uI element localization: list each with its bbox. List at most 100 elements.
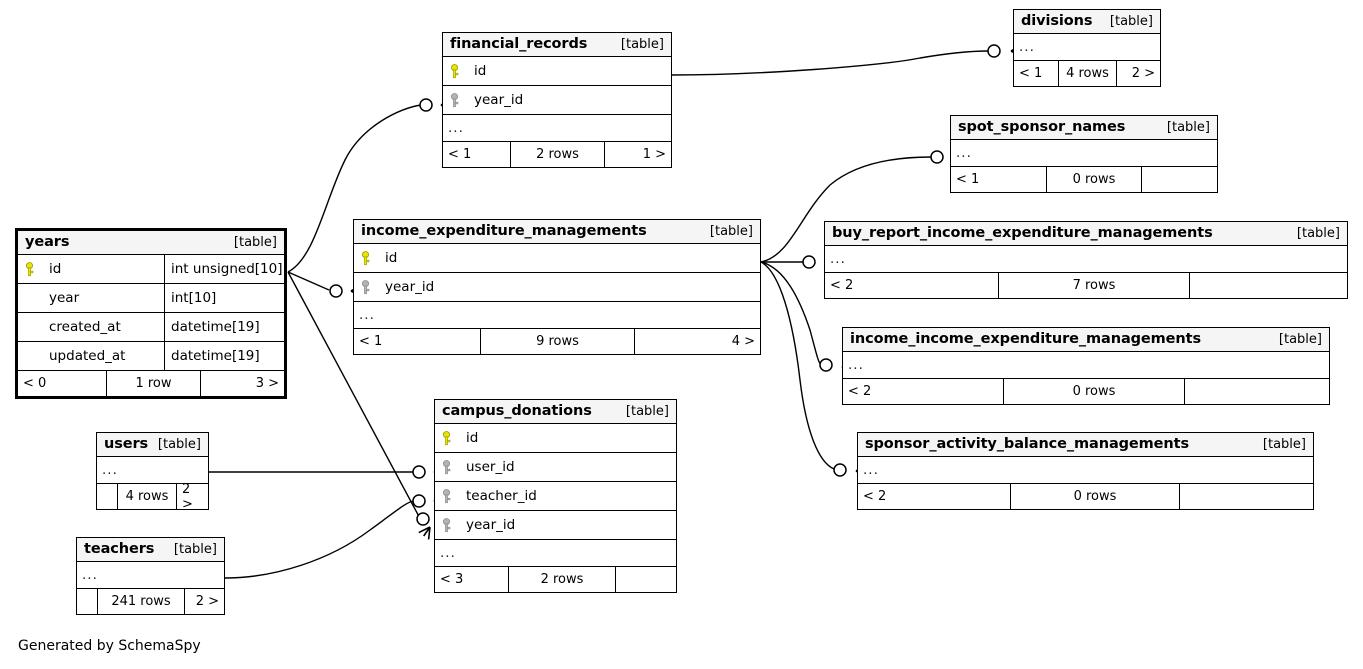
table-node-income_expenditure_managements[interactable]: income_expenditure_managements [table] i… [353,219,761,355]
column-name-label: updated_at [49,348,126,364]
foreign-key-icon [451,92,459,107]
table-row[interactable]: created_at datetime[19] [18,313,284,342]
table-name-label: campus_donations [442,403,592,419]
footer-row-count: 1 row [106,371,200,396]
table-type-tag: [table] [625,403,669,419]
table-node-divisions[interactable]: divisions [table] ... < 1 4 rows 2 > [1013,9,1161,87]
column-type-label: datetime[19] [164,342,284,370]
table-type-tag: [table] [173,541,217,557]
table-type-tag: [table] [709,223,753,239]
table-node-buy_report_income_expenditure_managements[interactable]: buy_report_income_expenditure_management… [824,221,1348,299]
table-name-label: years [25,234,70,250]
table-row[interactable]: id int unsigned[10] [18,255,284,284]
table-name-label: spot_sponsor_names [958,119,1126,135]
table-footer-financial_records: < 1 2 rows 1 > [443,142,671,167]
primary-key-icon [451,63,459,78]
table-node-income_income_expenditure_managements[interactable]: income_income_expenditure_managements [t… [842,327,1330,405]
footer-child-count: 2 > [1116,61,1160,86]
table-title-income_expenditure_managements: income_expenditure_managements [table] [354,220,760,244]
table-name-label: sponsor_activity_balance_managements [865,436,1189,452]
footer-parent-count: < 1 [956,172,980,187]
table-node-sponsor_activity_balance_managements[interactable]: sponsor_activity_balance_managements [ta… [857,432,1314,510]
edge-teachers-campus_donations [224,500,414,579]
table-node-financial_records[interactable]: financial_records [table] id year_i [442,32,672,168]
column-name-label: year_id [466,517,516,533]
column-type-label: int[10] [164,284,284,312]
footer-parent-count [97,484,117,509]
table-row[interactable]: year_id [354,273,760,302]
footer-row-count: 7 rows [998,273,1189,298]
no-key-icon [24,291,35,306]
table-node-spot_sponsor_names[interactable]: spot_sponsor_names [table] ... < 1 0 row… [950,115,1218,193]
column-name-label: year_id [474,92,524,108]
more-columns-ellipsis[interactable]: ... [435,540,676,567]
table-node-years[interactable]: years [table] id int unsigned[10] year i… [15,228,287,399]
more-columns-ellipsis[interactable]: ... [354,302,760,329]
more-columns-ellipsis[interactable]: ... [843,352,1329,379]
footer-parent-count: < 2 [863,489,887,504]
table-title-financial_records: financial_records [table] [443,33,671,57]
more-columns-ellipsis[interactable]: ... [858,457,1313,484]
edge-endpoint-circle [930,150,944,164]
table-type-tag: [table] [620,36,664,52]
footer-row-count: 0 rows [1046,167,1141,192]
footer-parent-count: < 1 [359,334,383,349]
table-row[interactable]: id [354,244,760,273]
footer-child-count [1189,273,1347,298]
table-row[interactable]: teacher_id [435,482,676,511]
table-title-sponsor_activity_balance_managements: sponsor_activity_balance_managements [ta… [858,433,1313,457]
table-node-campus_donations[interactable]: campus_donations [table] id user_id [434,399,677,593]
more-columns-ellipsis[interactable]: ... [97,457,208,484]
table-title-campus_donations: campus_donations [table] [435,400,676,424]
more-columns-ellipsis[interactable]: ... [825,246,1347,273]
foreign-key-icon [362,279,370,294]
footer-child-count: 4 > [634,329,760,354]
column-type-label: datetime[19] [164,313,284,341]
table-row[interactable]: id [435,424,676,453]
table-title-buy_report_income_expenditure_managements: buy_report_income_expenditure_management… [825,222,1347,246]
footer-row-count: 9 rows [480,329,634,354]
footer-row-count: 2 rows [508,567,615,592]
table-name-label: teachers [84,541,155,557]
footer-row-count: 0 rows [1010,484,1179,509]
edge-endpoint-circle [412,465,426,479]
table-type-tag: [table] [1166,119,1210,135]
column-name-label: id [385,250,398,266]
table-type-tag: [table] [1296,225,1340,241]
table-row[interactable]: id [443,57,671,86]
foreign-key-icon [443,459,451,474]
more-columns-ellipsis[interactable]: ... [443,115,671,142]
more-columns-ellipsis[interactable]: ... [951,140,1217,167]
footer-child-count [615,567,676,592]
table-row[interactable]: user_id [435,453,676,482]
table-title-years: years [table] [18,231,284,255]
primary-key-icon [443,430,451,445]
table-row[interactable]: updated_at datetime[19] [18,342,284,371]
edge-endpoint-circle [419,98,433,112]
column-name-label: year [49,290,80,306]
table-footer-income_income_expenditure_managements: < 2 0 rows [843,379,1329,404]
table-node-teachers[interactable]: teachers [table] ... 241 rows 2 > [76,537,225,615]
edge-financial_records-divisions [670,50,989,76]
table-node-users[interactable]: users [table] ... 4 rows 2 > [96,432,209,512]
footer-child-count: 2 > [176,482,208,512]
table-footer-campus_donations: < 3 2 rows [435,567,676,592]
table-title-income_income_expenditure_managements: income_income_expenditure_managements [t… [843,328,1329,352]
column-name-label: teacher_id [466,488,537,504]
edge-endpoint-circle [329,284,343,298]
table-title-divisions: divisions [table] [1014,10,1160,34]
column-type-label: int unsigned[10] [164,255,284,283]
footer-row-count: 241 rows [97,589,184,614]
table-type-tag: [table] [157,436,201,452]
table-row[interactable]: year_id [435,511,676,540]
table-row[interactable]: year_id [443,86,671,115]
no-key-icon [24,320,35,335]
table-row[interactable]: year int[10] [18,284,284,313]
table-type-tag: [table] [1262,436,1306,452]
edge-endpoint-circle [819,358,833,372]
more-columns-ellipsis[interactable]: ... [77,562,224,589]
footer-child-count [1141,167,1217,192]
more-columns-ellipsis[interactable]: ... [1014,34,1160,61]
edge-endpoint-circle [987,44,1001,58]
table-type-tag: [table] [1109,13,1153,29]
